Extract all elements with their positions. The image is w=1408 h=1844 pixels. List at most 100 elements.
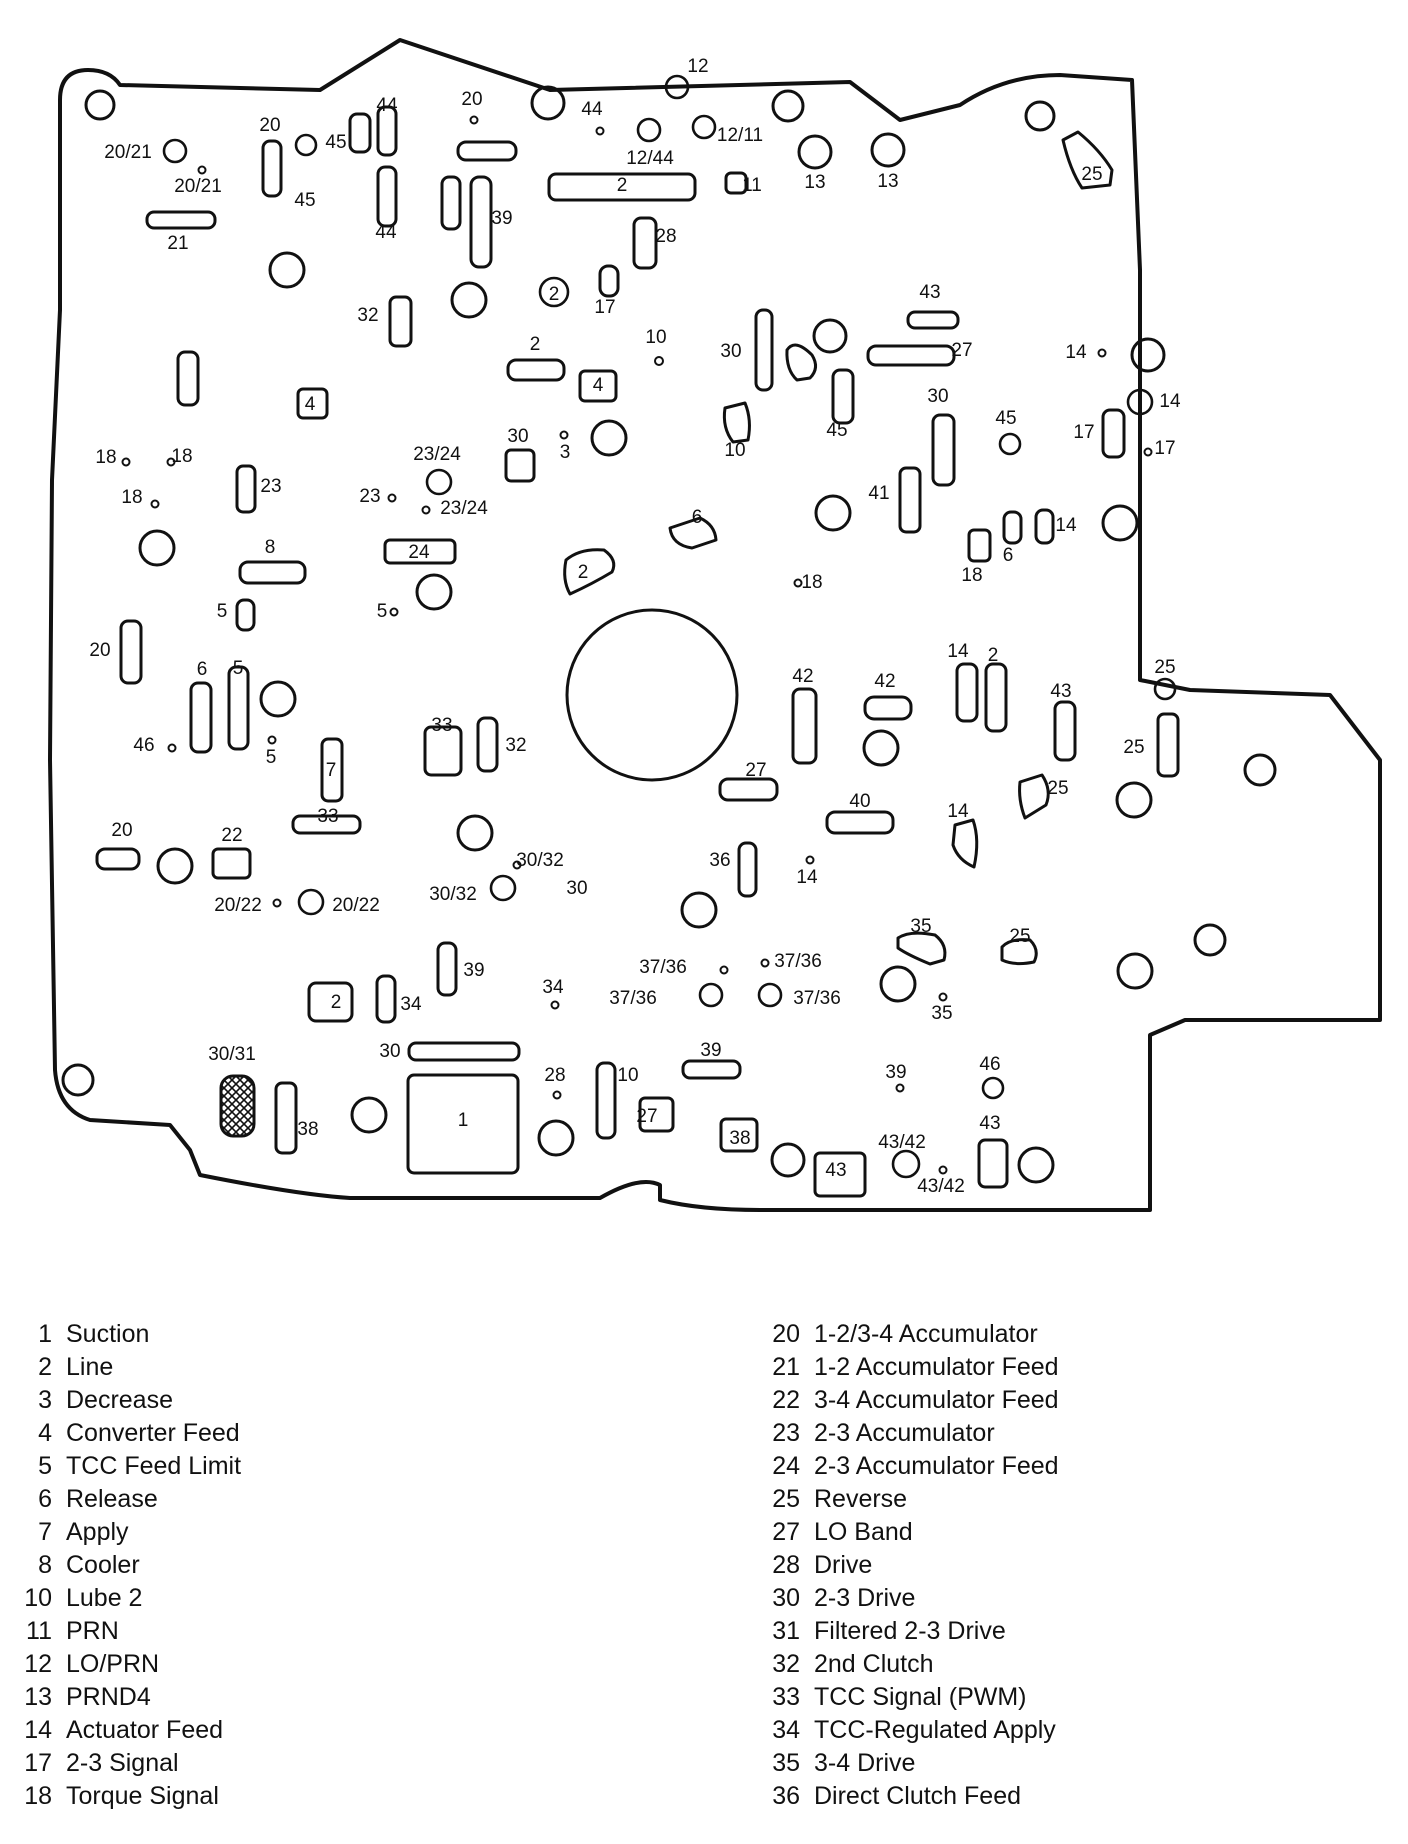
diagram-label: 35 (910, 916, 931, 937)
diagram-label: 3 (560, 442, 571, 463)
diagram-label: 20/21 (104, 142, 152, 163)
diagram-label: 27 (636, 1106, 657, 1127)
diagram-label: 10 (724, 440, 745, 461)
legend-description: 3-4 Accumulator Feed (814, 1386, 1059, 1414)
legend-number: 30 (772, 1584, 800, 1612)
diagram-label: 13 (877, 171, 898, 192)
mounting-holes (61, 89, 1277, 1097)
legend-description: TCC Feed Limit (66, 1452, 242, 1480)
diagram-label: 14 (1159, 391, 1181, 412)
legend-description: 2-3 Accumulator (814, 1419, 995, 1447)
diagram-label: 20 (259, 115, 280, 136)
diagram-label: 18 (801, 572, 822, 593)
diagram-label: 18 (121, 487, 142, 508)
legend-number: 25 (772, 1485, 800, 1513)
diagram-label: 28 (544, 1065, 565, 1086)
legend-description: 2-3 Signal (66, 1749, 179, 1777)
legend-number: 8 (38, 1551, 52, 1579)
diagram-label: 2 (617, 175, 628, 196)
legend-description: Filtered 2-3 Drive (814, 1617, 1006, 1645)
diagram-label: 1 (458, 1110, 469, 1131)
diagram-label: 12/11 (717, 125, 763, 146)
legend-description: PRND4 (66, 1683, 151, 1711)
diagram-label: 25 (1047, 778, 1068, 799)
diagram-label: 24 (408, 542, 430, 563)
legend-description: Release (66, 1485, 158, 1513)
diagram-label: 6 (197, 659, 208, 680)
diagram-label: 18 (961, 565, 982, 586)
legend-description: 1-2/3-4 Accumulator (814, 1320, 1038, 1348)
legend-number: 27 (772, 1518, 800, 1546)
diagram-label: 23/24 (440, 498, 488, 519)
diagram-label: 37/36 (609, 988, 657, 1009)
legend-number: 33 (772, 1683, 800, 1711)
diagram-label: 14 (947, 641, 969, 662)
diagram-label: 23 (260, 476, 281, 497)
diagram-label: 36 (709, 850, 730, 871)
legend-item: 6 Release (0, 1483, 241, 1516)
diagram-label: 32 (357, 305, 378, 326)
legend-number: 28 (772, 1551, 800, 1579)
diagram-label: 45 (995, 408, 1016, 429)
diagram-label: 14 (947, 801, 969, 822)
legend-number: 17 (24, 1749, 52, 1777)
legend-number: 6 (38, 1485, 52, 1513)
diagram-label: 30/31 (208, 1044, 256, 1065)
diagram-label: 4 (593, 375, 604, 396)
legend-item: 23 2-3 Accumulator (748, 1417, 1059, 1450)
diagram-label: 8 (265, 537, 276, 558)
small-port-circles (162, 74, 1177, 1179)
legend-number: 12 (24, 1650, 52, 1678)
diagram-label: 23 (359, 486, 380, 507)
legend-description: Decrease (66, 1386, 173, 1414)
legend-description: Direct Clutch Feed (814, 1782, 1022, 1810)
diagram-label: 46 (133, 735, 154, 756)
legend-number: 11 (26, 1617, 52, 1645)
diagram-label: 4 (305, 394, 316, 415)
diagram-labels: 20/2120/212120454544442039212/44441212/1… (89, 56, 1181, 1197)
diagram-label: 2 (988, 645, 999, 666)
legend-item: 22 3-4 Accumulator Feed (748, 1384, 1059, 1417)
diagram-label: 17 (1073, 422, 1094, 443)
legend-description: Line (66, 1353, 114, 1381)
legend-description: Actuator Feed (66, 1716, 224, 1744)
legend-item: 30 2-3 Drive (748, 1582, 1059, 1615)
diagram-label: 5 (266, 747, 277, 768)
diagram-label: 14 (796, 867, 818, 888)
legend-number: 23 (772, 1419, 800, 1447)
diagram-label: 43/42 (878, 1132, 926, 1153)
diagram-label: 20/22 (332, 895, 380, 916)
legend-number: 21 (772, 1353, 800, 1381)
legend-number: 1 (38, 1320, 52, 1348)
diagram-label: 17 (1154, 438, 1175, 459)
diagram-label: 33 (317, 806, 338, 827)
diagram-label: 42 (874, 671, 895, 692)
diagram-label: 37/36 (793, 988, 841, 1009)
legend-number: 22 (772, 1386, 800, 1414)
legend-description: Drive (814, 1551, 873, 1579)
legend-item: 17 2-3 Signal (0, 1747, 241, 1780)
legend-number: 20 (772, 1320, 800, 1348)
legend-description: 1-2 Accumulator Feed (814, 1353, 1059, 1381)
diagram-label: 30 (927, 386, 948, 407)
legend-description: Converter Feed (66, 1419, 240, 1447)
diagram-label: 13 (804, 172, 825, 193)
legend-number: 35 (772, 1749, 800, 1777)
legend-description: 2-3 Drive (814, 1584, 916, 1612)
diagram-label: 34 (400, 994, 422, 1015)
legend-number: 36 (772, 1782, 800, 1810)
diagram-label: 5 (217, 601, 228, 622)
diagram-label: 21 (167, 233, 188, 254)
legend-number: 7 (38, 1518, 52, 1546)
diagram-label: 11 (742, 175, 762, 196)
diagram-label: 30/32 (429, 884, 477, 905)
legend-description: LO/PRN (66, 1650, 160, 1678)
